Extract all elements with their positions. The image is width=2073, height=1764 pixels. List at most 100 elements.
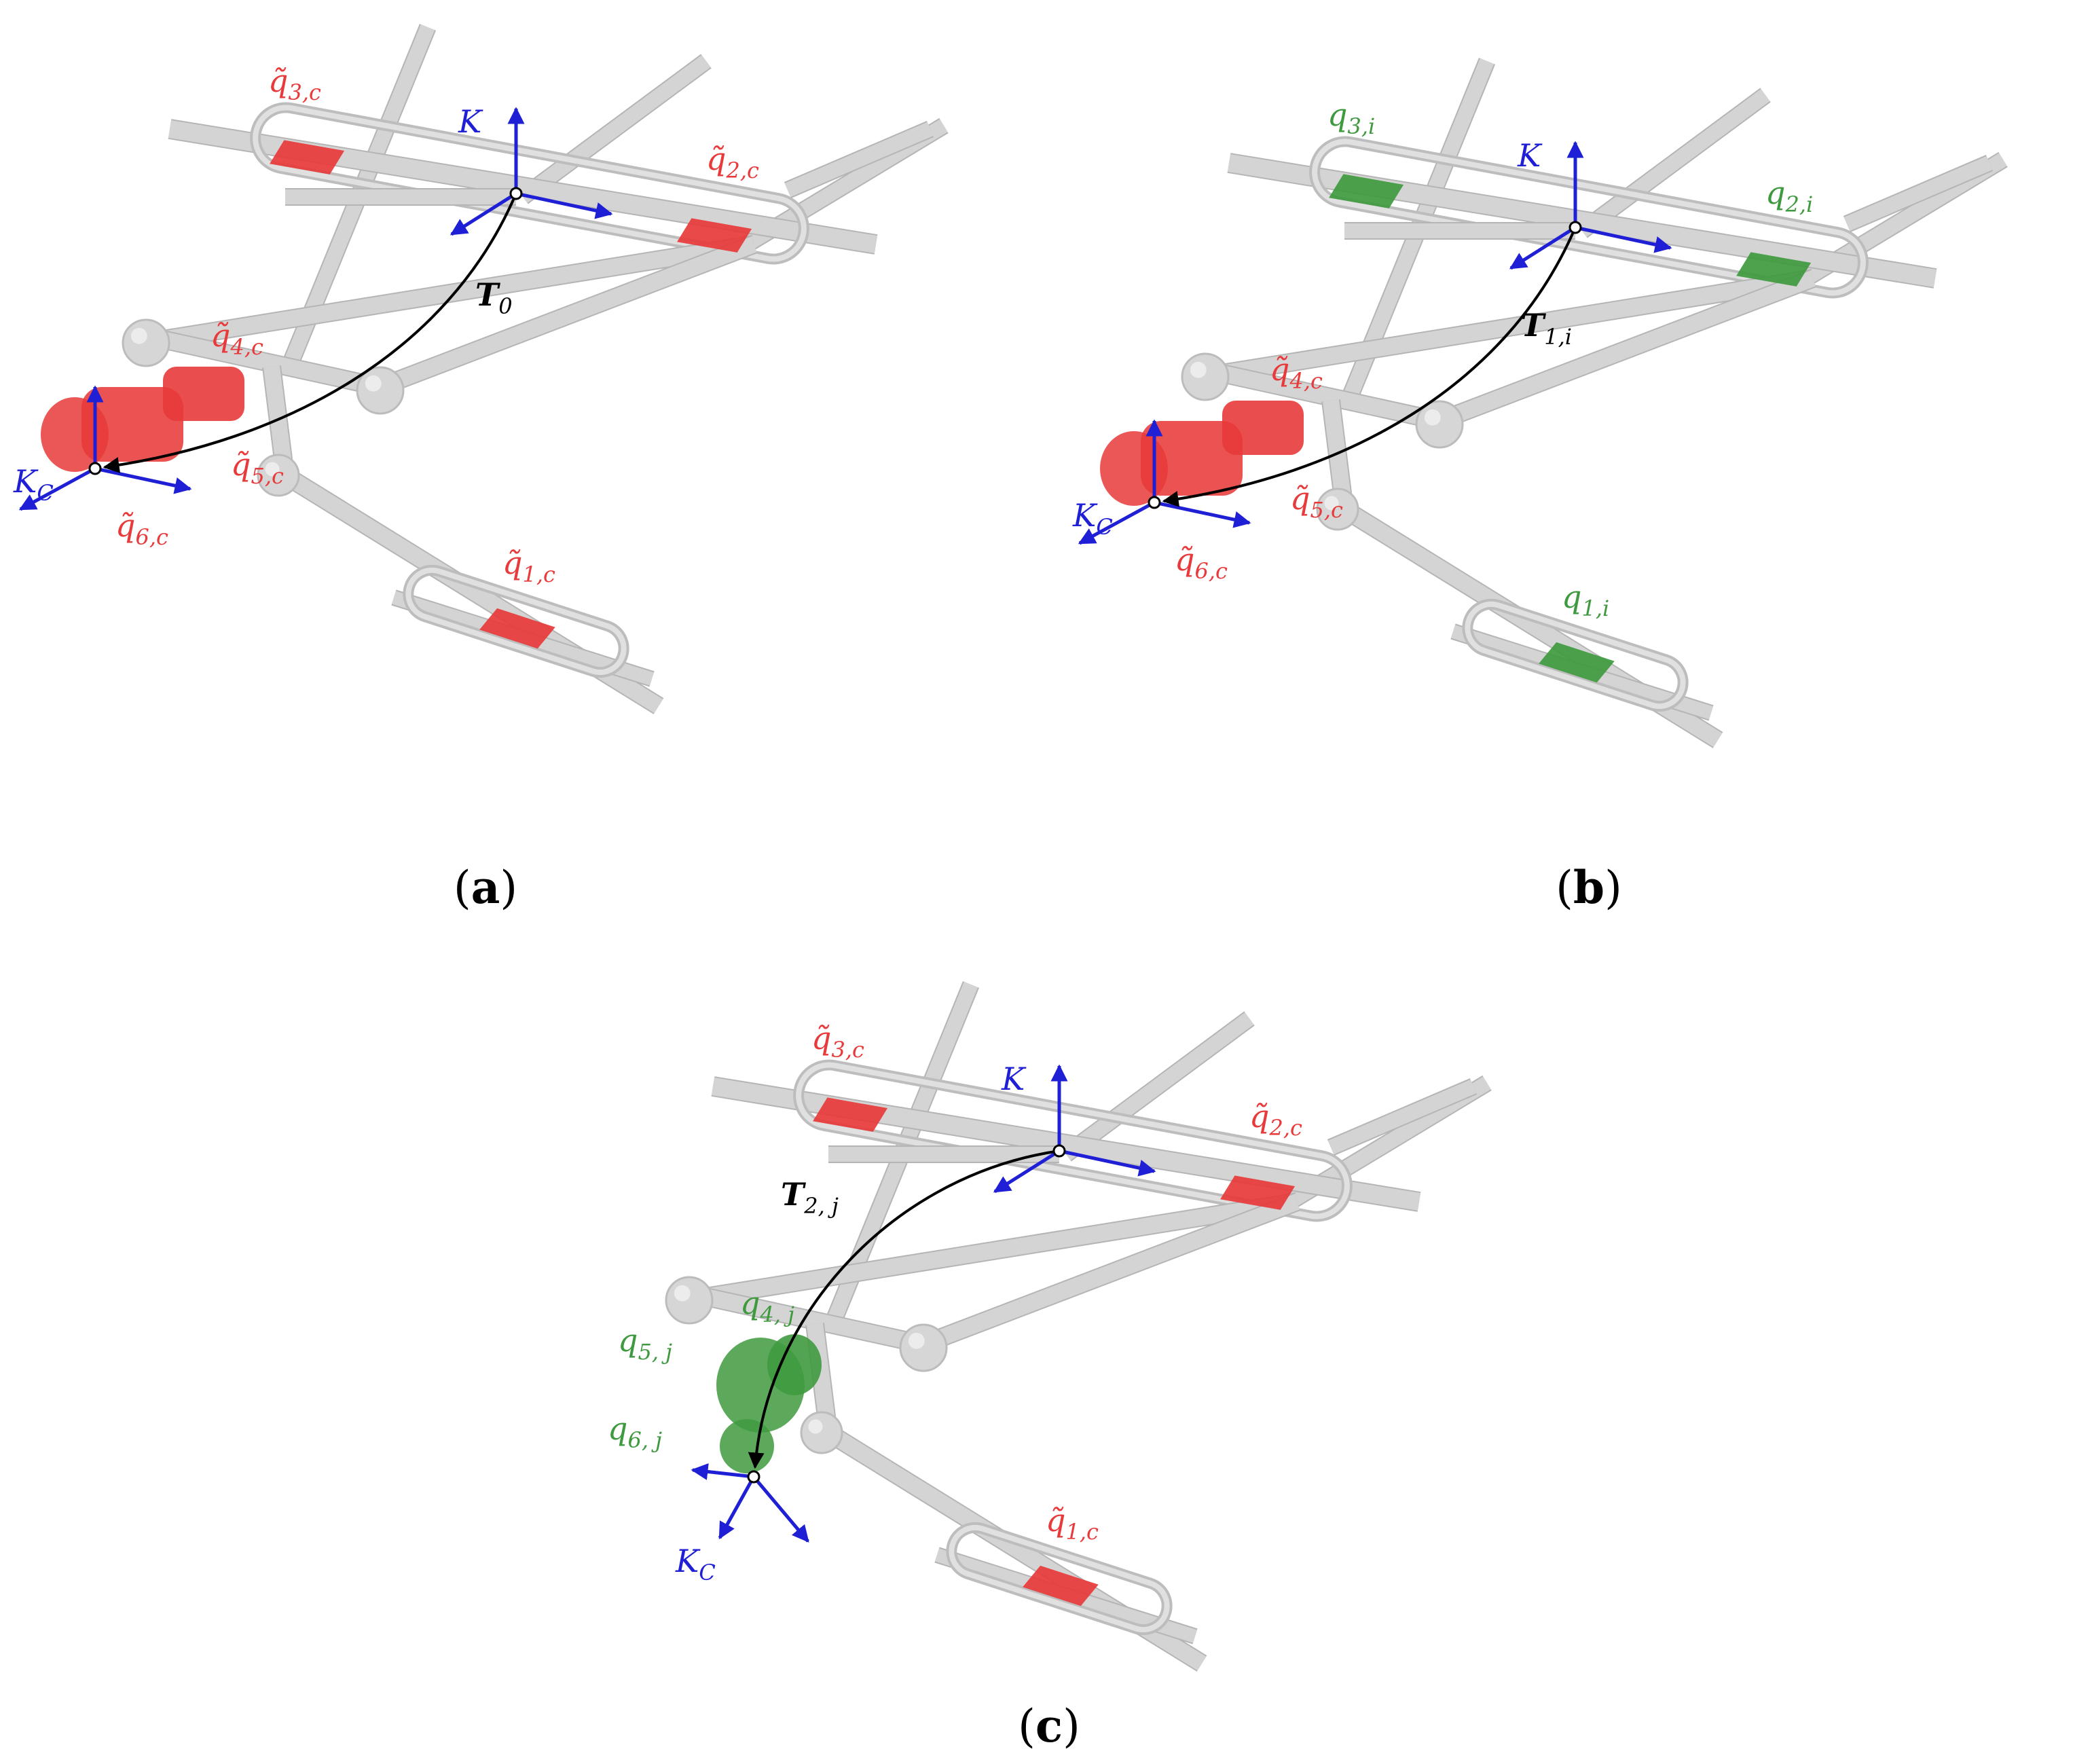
ball-joint-3-highlight (808, 1419, 823, 1434)
joint-symbol: q (608, 1410, 627, 1447)
wrist-q4 (767, 1334, 822, 1395)
tcp-frame-x-axis (752, 1475, 809, 1543)
upper-slot (793, 1059, 1353, 1222)
joint-subscript: 5,c (251, 463, 284, 489)
ball-joint-1-highlight (130, 327, 147, 344)
joint-symbol: q̃ (268, 62, 288, 99)
lower-slot (1462, 598, 1689, 712)
joint-label-q4: q̃4,c (1270, 351, 1323, 394)
slider-q3-body (1329, 174, 1404, 208)
base-frame-x-axis (1059, 1149, 1156, 1177)
tcp-frame-label: KC (1072, 497, 1113, 540)
transform-arrow (748, 1150, 1060, 1469)
lower-slot-inner (949, 1524, 1170, 1633)
slider-q2-body (677, 218, 752, 253)
base-frame-y-axis (993, 1149, 1061, 1194)
ball-joint-2-highlight (365, 375, 382, 392)
lower-bar-3 (1436, 270, 1816, 429)
base-frame-origin (1052, 1144, 1066, 1158)
upper-slot-inner (1312, 139, 1866, 296)
lower-slot (946, 1522, 1173, 1636)
joint-symbol: q (618, 1322, 638, 1359)
upper-slot-inner (253, 105, 807, 262)
wrist-q5 (81, 387, 183, 462)
tcp-frame-y-axis (718, 1475, 756, 1540)
tcp-frame-y-axis (1078, 500, 1156, 545)
ball-joint-1-highlight (674, 1285, 691, 1302)
joint-subscript: 2,c (1268, 1115, 1302, 1141)
lower-slot (403, 564, 629, 678)
wrist-q5 (1141, 421, 1243, 496)
base-frame-label: K (1517, 137, 1543, 174)
joint-subscript: 2,c (725, 158, 759, 183)
caption-close: ) (1063, 1700, 1080, 1752)
joint-subscript: 6,c (1194, 558, 1228, 584)
leg-4 (784, 122, 934, 198)
joint-subscript: 3,c (288, 79, 321, 105)
base-frame-label: K (1001, 1061, 1027, 1097)
joint-subscript: 6,c (135, 524, 168, 550)
ball-joint-2-highlight (1424, 409, 1441, 426)
wrist-q4 (163, 367, 244, 421)
joint-label-q6: q̃6,c (1175, 541, 1228, 584)
slider-q3-body (813, 1097, 888, 1132)
joint-symbol: q̃ (210, 317, 230, 354)
caption-open: ( (1018, 1700, 1035, 1752)
joint-symbol: q (1562, 578, 1581, 615)
joint-label-q6: q6, j (608, 1410, 662, 1453)
tcp-frame-origin (88, 462, 102, 475)
tcp-frame-label: KC (675, 1543, 716, 1585)
transform-arrow (103, 193, 517, 473)
lower-slot-inner (405, 567, 627, 676)
ball-joint-2 (899, 1323, 948, 1372)
base-frame-y-axis (1509, 225, 1577, 270)
lower-bar-2 (1220, 365, 1442, 429)
ball-joint-1 (1181, 352, 1230, 401)
wrist-q6 (720, 1419, 774, 1473)
base-frame-symbol: K (458, 103, 483, 140)
joint-label-q5: q̃5,c (1290, 480, 1343, 523)
base-frame-x-axis (515, 191, 613, 219)
slider-q2 (1736, 252, 1812, 287)
joint-subscript: 5, j (638, 1339, 672, 1365)
slider-q1 (1023, 1565, 1099, 1606)
joint-symbol: q̃ (1046, 1502, 1065, 1539)
lower-bar-2 (704, 1289, 925, 1353)
leg-2 (518, 55, 711, 203)
joint-symbol: q (1765, 174, 1785, 211)
slider-q1-body (1539, 642, 1615, 683)
joint-label-q2: q̃2,c (1249, 1098, 1302, 1141)
joint-label-q5: q̃5,c (231, 446, 284, 489)
transform-label: T1,i (1521, 307, 1572, 350)
caption-letter: a (471, 861, 500, 914)
leg-4 (1843, 155, 1993, 232)
joint-symbol: q (740, 1285, 760, 1321)
joint-symbol: q̃ (1249, 1098, 1269, 1135)
caption-letter: c (1035, 1699, 1063, 1752)
joint-symbol: q (1327, 96, 1347, 133)
slider-q1-body (479, 608, 555, 649)
wrist-body (1100, 401, 1304, 506)
joint-label-q2: q2,i (1765, 174, 1813, 217)
lower-bar-3 (920, 1194, 1300, 1353)
transform-subscript: 0 (498, 293, 512, 319)
slider-q1-body (1023, 1565, 1099, 1606)
joint-subscript: 3,c (831, 1037, 864, 1063)
transform-label: T2, j (781, 1176, 839, 1219)
lower-bar-1 (705, 1194, 1298, 1305)
lower-bar-3 (377, 236, 757, 395)
ball-joint-1 (122, 318, 170, 367)
transform-subscript: 1,i (1544, 324, 1572, 350)
panel-caption: (a) (454, 861, 517, 914)
upper-slot-inner (796, 1062, 1350, 1219)
joint-subscript: 4,c (230, 334, 263, 360)
upper-slot (250, 102, 809, 265)
slider-q3-body (270, 140, 345, 174)
ball-joint-1-highlight (1190, 361, 1207, 378)
joint-label-q5: q5, j (618, 1322, 672, 1365)
tcp-frame-origin (747, 1470, 760, 1484)
base-frame-label: K (458, 103, 483, 140)
tcp-frame-symbol: K (1072, 497, 1098, 534)
tcp-frame-subscript: C (1096, 514, 1112, 540)
